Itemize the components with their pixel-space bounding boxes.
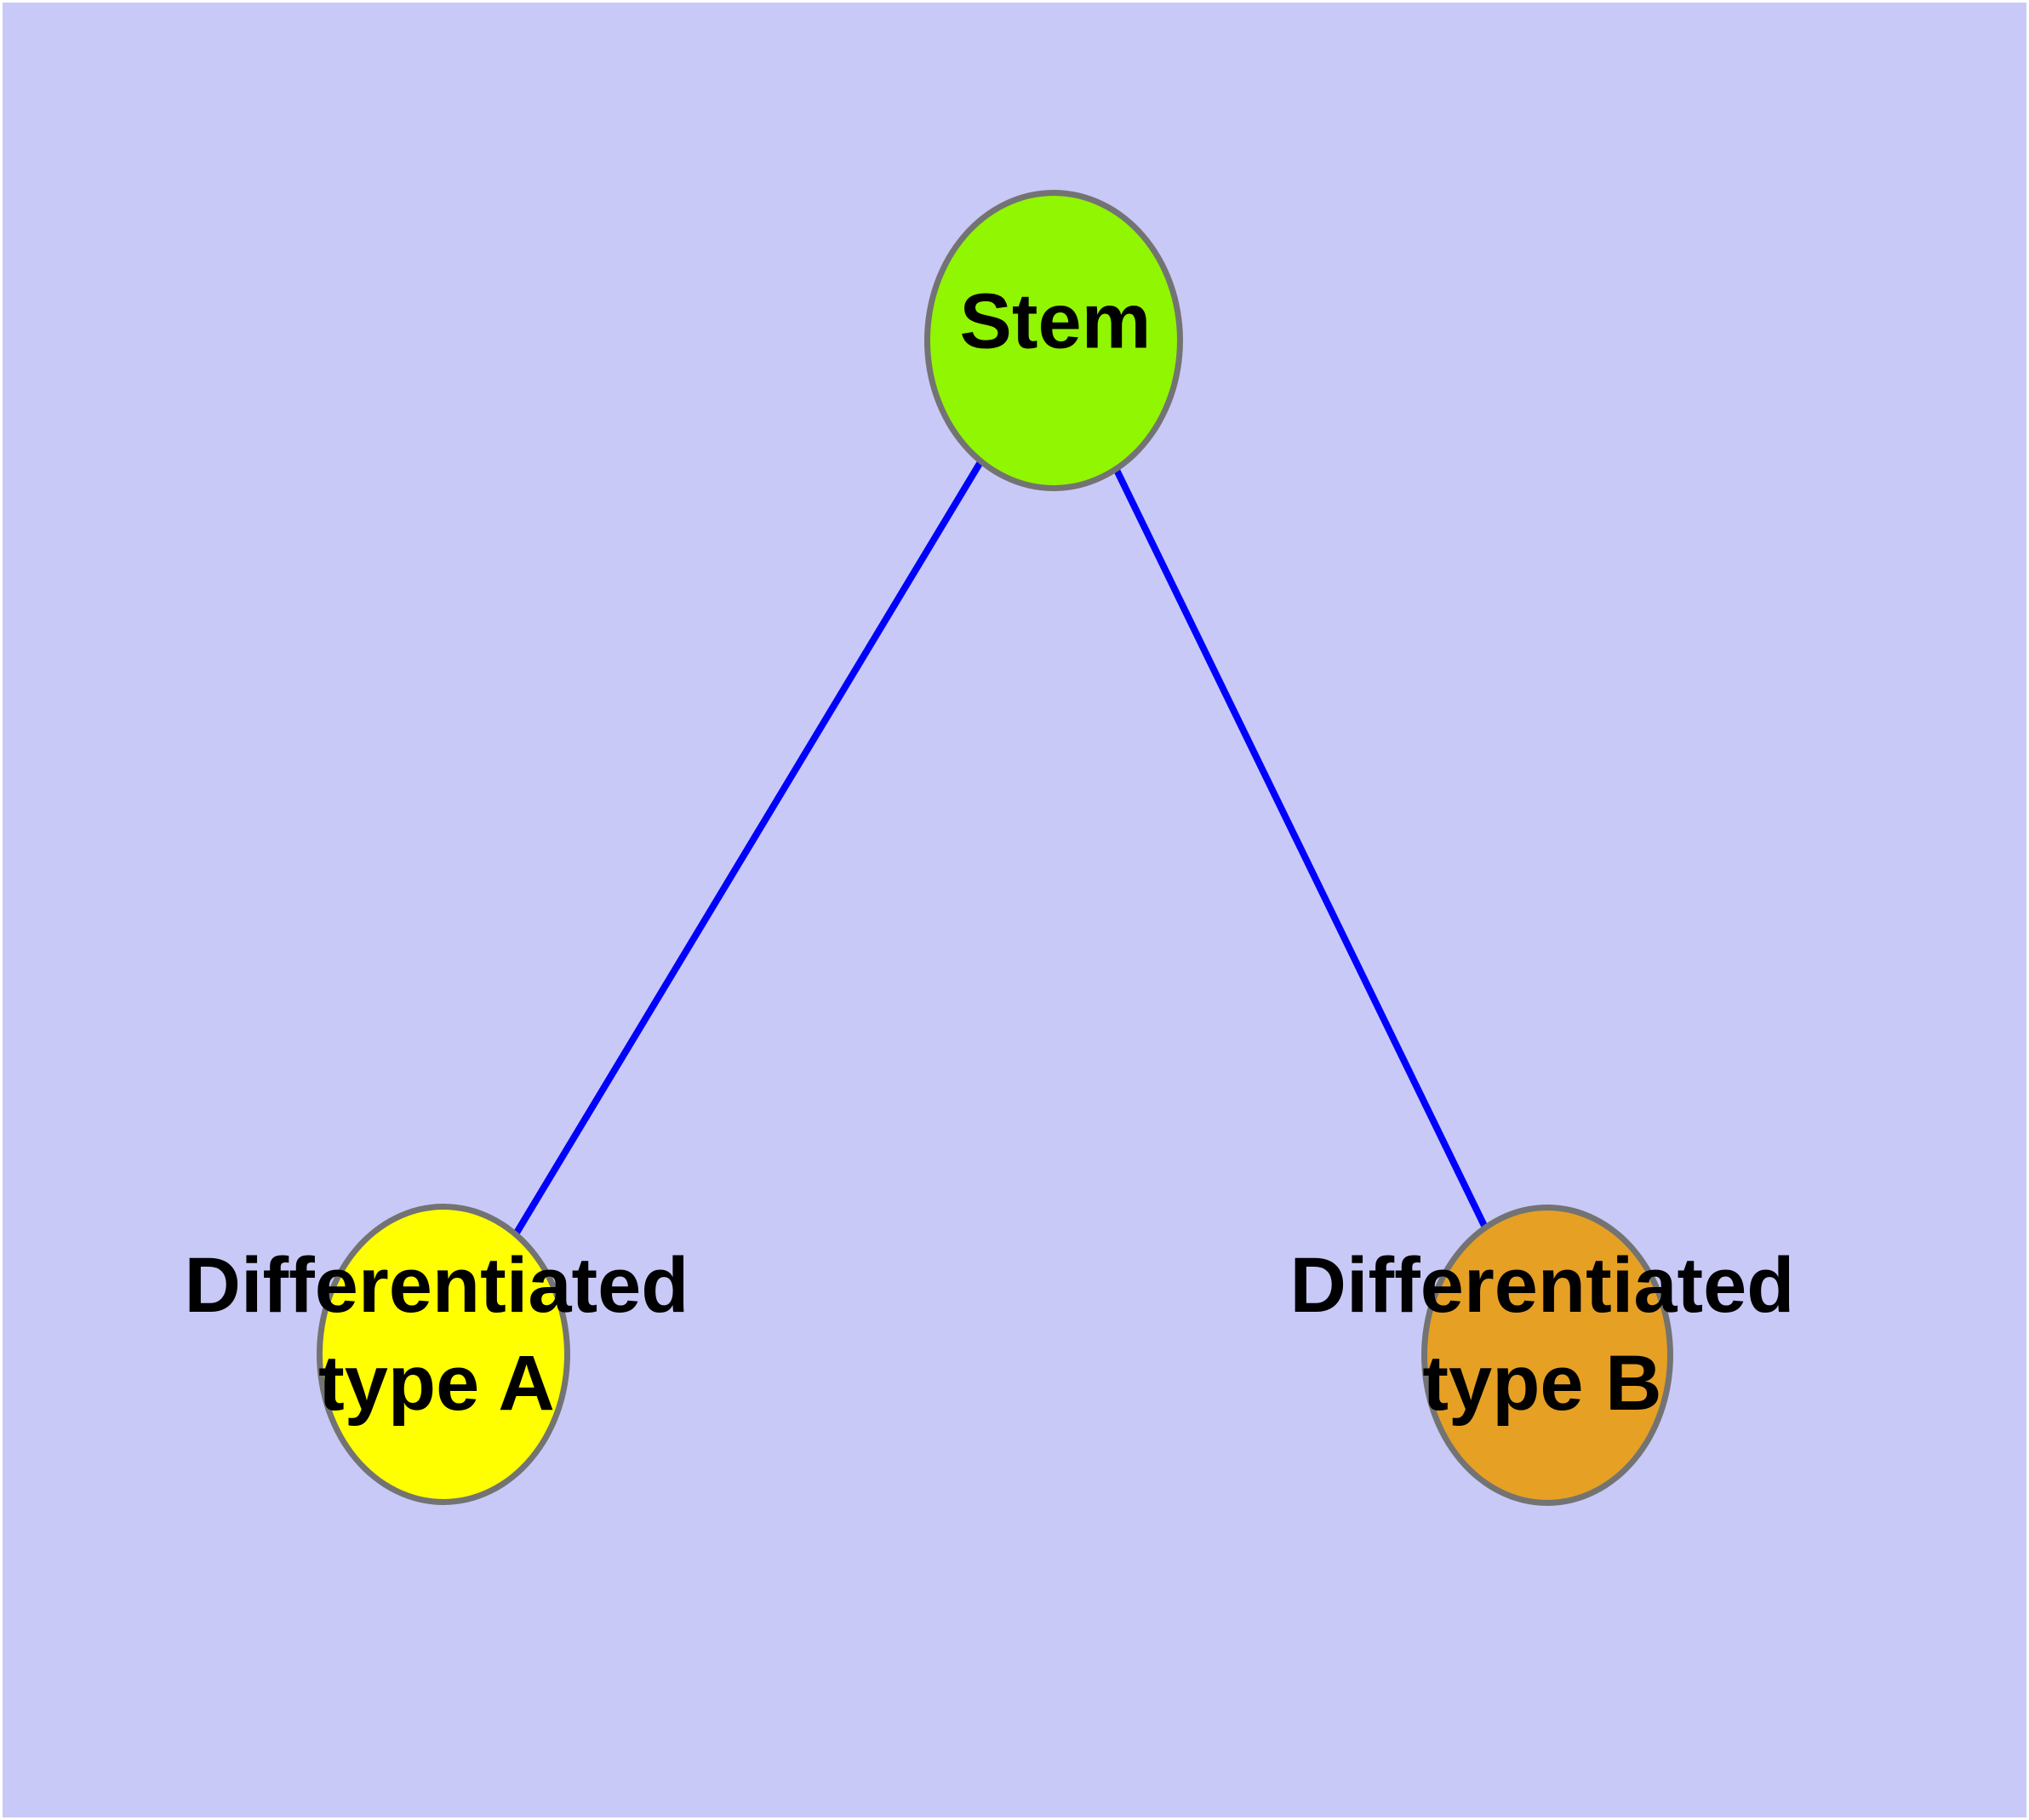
node-type-a-label-line-2: type A xyxy=(318,1340,555,1427)
node-type-b-label-line-1: Differentiated xyxy=(1289,1242,1795,1329)
node-differentiated-type-a xyxy=(317,1204,570,1505)
node-stem xyxy=(924,190,1183,491)
node-stem-label: Stem xyxy=(960,273,1152,371)
node-type-b-label-line-2: type B xyxy=(1422,1340,1662,1427)
edge-stem-to-type-a xyxy=(440,337,1057,1358)
node-stem-label-line: Stem xyxy=(959,278,1152,365)
node-differentiated-type-a-label: Differentiated type A xyxy=(185,1237,689,1433)
node-type-a-label-line-1: Differentiated xyxy=(184,1242,689,1329)
edge-stem-to-type-b xyxy=(1050,337,1551,1359)
node-differentiated-type-b-label: Differentiated type B xyxy=(1290,1237,1795,1433)
node-differentiated-type-b xyxy=(1421,1205,1673,1506)
